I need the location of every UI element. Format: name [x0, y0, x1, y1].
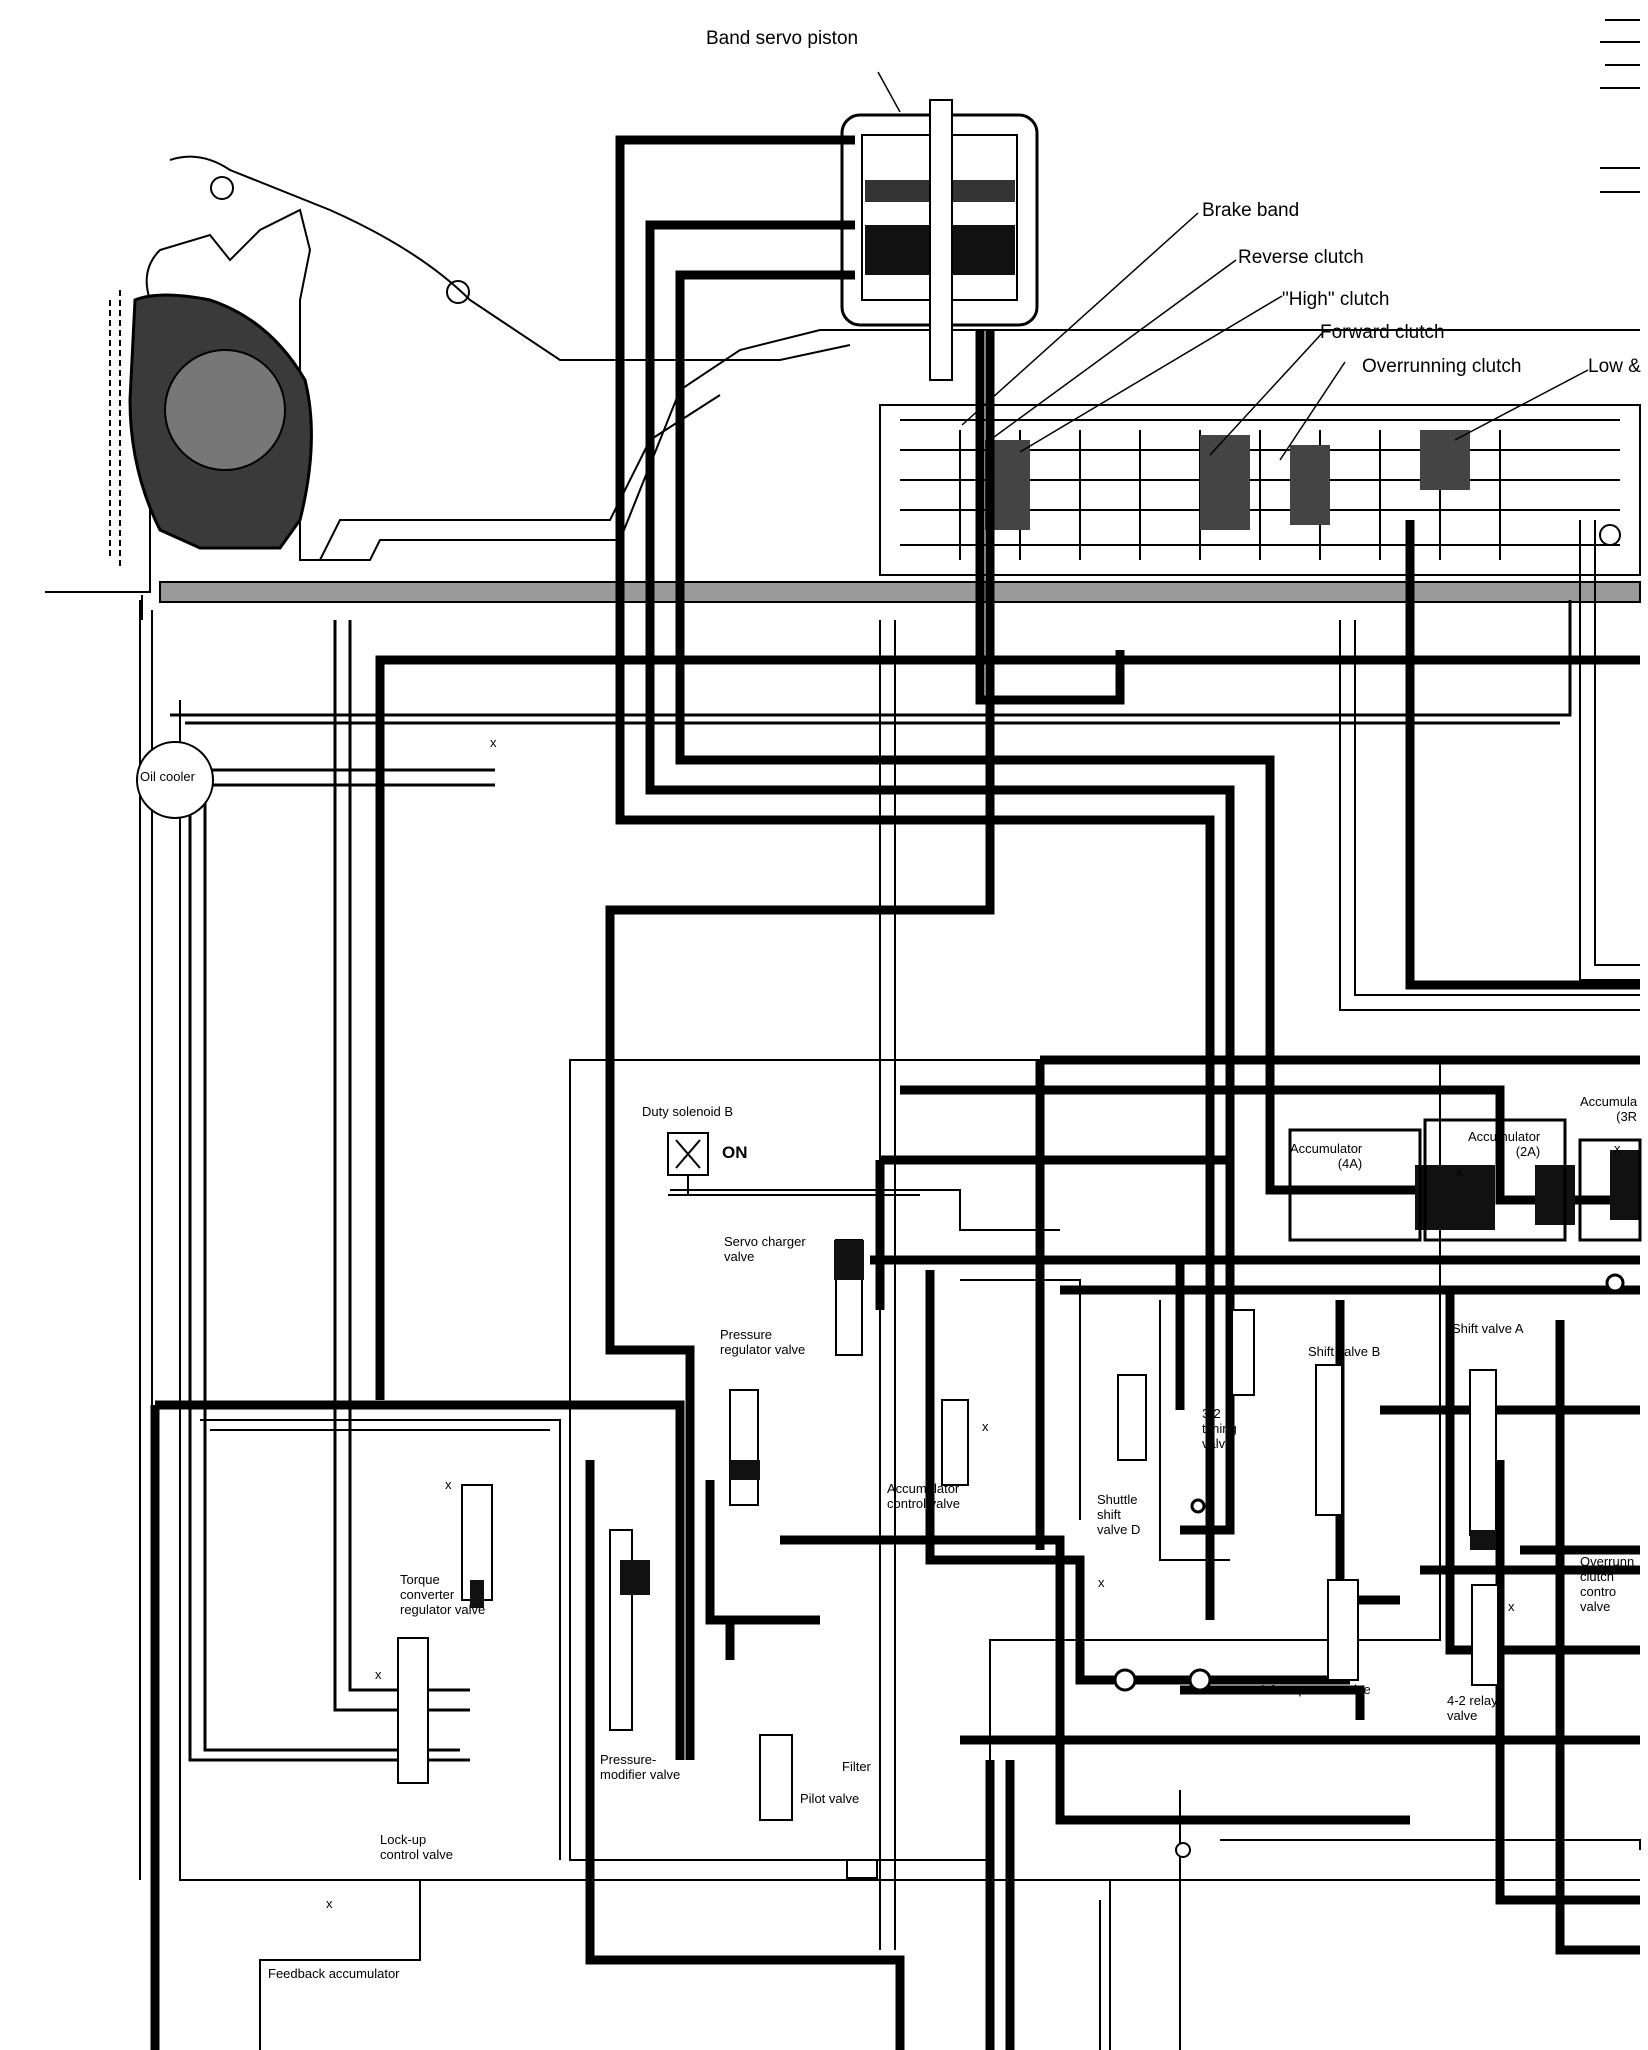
label-feedback-accumulator: Feedback accumulator [268, 1966, 400, 1981]
label-high-clutch: "High" clutch [1282, 289, 1390, 310]
band-servo-body [840, 99, 1039, 381]
drain-mark: x [1614, 1141, 1621, 1156]
drain-mark: x [1098, 1575, 1105, 1590]
high-pressure-lines [150, 135, 1640, 2050]
label-low-partial: Low & [1588, 356, 1641, 377]
valve-bodies [397, 1239, 1499, 1879]
low-pressure-lines [141, 520, 1641, 2050]
label-overrunning-clutch: Overrunning clutch [1362, 356, 1522, 377]
label-overrunning-clutch-control-partial: Overrunn clutch contro valve [1580, 1554, 1635, 1614]
label-shuttle-shift-valve-d: Shuttle shift valve D [1097, 1492, 1141, 1537]
drain-mark: x [326, 1896, 333, 1911]
label-lock-up-control-valve: Lock-up control valve [380, 1832, 453, 1862]
duty-solenoid-b-symbol [667, 1132, 920, 1196]
label-filter: Filter [842, 1759, 871, 1774]
label-accumulator-3r-partial: Accumula (3R [1580, 1094, 1638, 1124]
drain-mark: x [1456, 1164, 1463, 1179]
check-balls [1113, 1273, 1625, 1858]
drain-mark: x [982, 1419, 989, 1434]
drain-mark: x [375, 1667, 382, 1682]
label-pressure-regulator-valve: Pressure regulator valve [720, 1327, 806, 1357]
label-4-2-relay-valve: 4-2 relay valve [1447, 1693, 1498, 1723]
torque-converter [109, 290, 313, 570]
label-accumulator-4a: Accumulator (4A) [1290, 1141, 1363, 1171]
label-duty-state: ON [722, 1143, 748, 1162]
label-duty-solenoid-b: Duty solenoid B [642, 1104, 734, 1119]
drain-mark: x [1508, 1599, 1515, 1614]
label-shift-valve-b: Shift valve B [1308, 1344, 1381, 1359]
label-pressure-modifier-valve: Pressure- modifier valve [600, 1752, 681, 1782]
label-forward-clutch: Forward clutch [1320, 322, 1445, 343]
label-accumulator-2a: Accumulator (2A) [1468, 1129, 1541, 1159]
label-shift-valve-a: Shift valve A [1452, 1321, 1524, 1336]
label-reverse-clutch: Reverse clutch [1238, 247, 1364, 268]
callout-leaders [877, 71, 1589, 461]
accumulator-housings [1288, 1118, 1642, 1242]
label-pilot-valve: Pilot valve [800, 1791, 860, 1806]
label-band-servo-piston: Band servo piston [706, 28, 859, 49]
transmission-case-outline [45, 155, 1640, 1880]
valve-spools [470, 1150, 1640, 1608]
label-oil-cooler: Oil cooler [140, 769, 195, 784]
oil-cooler [136, 741, 214, 819]
main-shaft [159, 581, 1641, 603]
label-brake-band: Brake band [1202, 200, 1300, 221]
drain-mark: x [490, 735, 497, 750]
clutch-pack-assembly [879, 404, 1641, 576]
label-servo-charger-valve: Servo charger valve [724, 1234, 806, 1264]
drain-mark: x [445, 1477, 452, 1492]
page-edge-marks [1600, 19, 1640, 193]
label-4-2-sequence-valve: 4-2 sequence valve [1258, 1682, 1371, 1697]
label-3-2-timing-valve: 3-2 timing valve [1202, 1406, 1237, 1451]
label-torque-converter-regulator-valve: Torque converter regulator valve [400, 1572, 486, 1617]
label-accumulator-control-valve: Accumulator control valve [887, 1481, 960, 1511]
